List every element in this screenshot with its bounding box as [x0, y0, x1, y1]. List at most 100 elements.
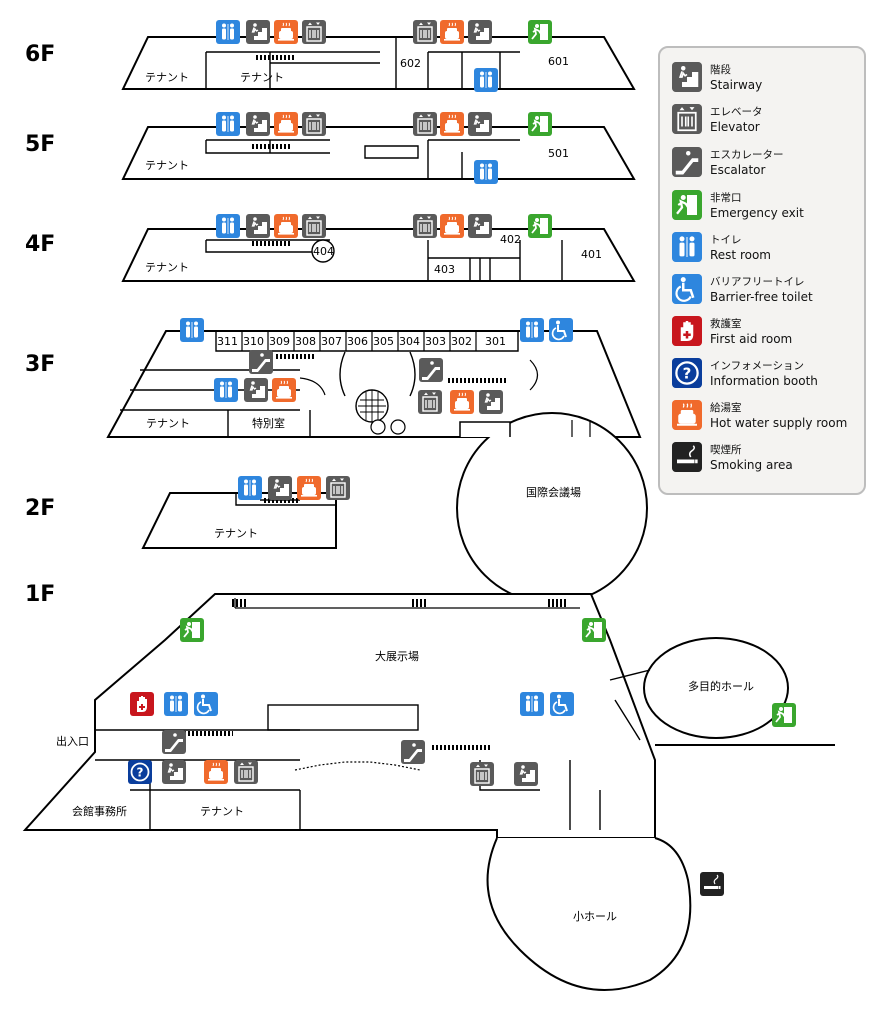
room-label: テナント	[145, 261, 189, 274]
legend-label-en: Information booth	[710, 374, 818, 388]
elevator-icon	[326, 476, 350, 500]
elevator-icon	[672, 104, 702, 134]
barrier-free-toilet-icon	[549, 318, 573, 342]
hot-water-icon	[450, 390, 474, 414]
room-label: 多目的ホール	[688, 679, 754, 693]
stairway-icon	[468, 214, 492, 238]
room-number: 301	[485, 335, 506, 348]
stairway-icon	[468, 20, 492, 44]
stairway-icon	[246, 214, 270, 238]
room-label: 402	[500, 233, 521, 246]
legend-label-en: Stairway	[710, 78, 763, 92]
room-number: 306	[347, 335, 368, 348]
elevator-icon	[413, 20, 437, 44]
room-label: 601	[548, 55, 569, 68]
room-label: 602	[400, 57, 421, 70]
hot-water-icon	[440, 112, 464, 136]
information-icon	[128, 760, 152, 784]
restroom-icon	[672, 232, 702, 262]
hot-water-icon	[440, 20, 464, 44]
room-number: 309	[269, 335, 290, 348]
room-label: テナント	[240, 71, 284, 84]
stairway-icon	[162, 760, 186, 784]
legend-label-en: Hot water supply room	[710, 416, 848, 430]
restroom-icon	[216, 214, 240, 238]
escalator-icon	[249, 350, 273, 374]
floor-1f: 大展示場 多目的ホール 出入口 会館事務所 テナント 小ホール	[22, 593, 835, 991]
hot-water-icon	[297, 476, 321, 500]
floor-label-3f: 3F	[25, 352, 56, 377]
emergency-exit-icon	[528, 214, 552, 238]
restroom-icon	[520, 318, 544, 342]
escalator-icon	[401, 740, 425, 764]
legend-label-jp: エスカレーター	[710, 149, 784, 161]
floor-3f: 311 310 309 308 307 306 305 304 303 302 …	[106, 318, 648, 604]
room-label: 401	[581, 248, 602, 261]
emergency-exit-icon	[528, 112, 552, 136]
room-number: 307	[321, 335, 342, 348]
room-number: 304	[399, 335, 420, 348]
stairway-icon	[244, 378, 268, 402]
room-number: 305	[373, 335, 394, 348]
restroom-icon	[238, 476, 262, 500]
room-number: 310	[243, 335, 264, 348]
stairway-icon	[268, 476, 292, 500]
elevator-icon	[234, 760, 258, 784]
hot-water-icon	[274, 20, 298, 44]
escalator-icon	[672, 147, 702, 177]
stairway-icon	[672, 62, 702, 92]
restroom-icon	[164, 692, 188, 716]
floor-label-2f: 2F	[25, 496, 56, 521]
legend-label-en: Elevator	[710, 120, 760, 134]
entrance-label: 出入口	[56, 734, 89, 748]
restroom-icon	[180, 318, 204, 342]
room-label: テナント	[200, 805, 244, 818]
room-label: 会館事務所	[72, 804, 127, 818]
restroom-icon	[474, 68, 498, 92]
restroom-icon	[216, 20, 240, 44]
elevator-icon	[302, 20, 326, 44]
elevator-icon	[413, 112, 437, 136]
hot-water-icon	[672, 400, 702, 430]
smoking-icon	[672, 442, 702, 472]
room-number: 311	[217, 335, 238, 348]
first-aid-icon	[130, 692, 154, 716]
elevator-icon	[470, 762, 494, 786]
hot-water-icon	[272, 378, 296, 402]
room-label: 大展示場	[375, 649, 419, 663]
room-label: 特別室	[252, 416, 285, 430]
escalator-icon	[162, 730, 186, 754]
barrier-free-toilet-icon	[550, 692, 574, 716]
floor-6f: テナント テナント 602 601	[121, 20, 636, 92]
emergency-exit-icon	[180, 618, 204, 642]
room-number: 308	[295, 335, 316, 348]
room-label: テナント	[146, 417, 190, 430]
smoking-icon	[700, 872, 724, 896]
first-aid-icon	[672, 316, 702, 346]
legend-label-jp: エレベータ	[710, 106, 763, 118]
restroom-icon	[520, 692, 544, 716]
elevator-icon	[302, 112, 326, 136]
stairway-icon	[246, 112, 270, 136]
elevator-icon	[302, 214, 326, 238]
legend-label-jp: インフォメーション	[710, 360, 804, 372]
barrier-free-toilet-icon	[672, 274, 702, 304]
legend-label-en: Escalator	[710, 163, 766, 177]
room-number: 303	[425, 335, 446, 348]
restroom-icon	[214, 378, 238, 402]
legend-label-en: Rest room	[710, 248, 771, 262]
floor-2f: テナント	[141, 476, 350, 549]
elevator-icon	[413, 214, 437, 238]
restroom-icon	[216, 112, 240, 136]
room-label: 小ホール	[573, 910, 617, 923]
room-label: 501	[548, 147, 569, 160]
legend-label-jp: 非常口	[710, 192, 742, 204]
room-label: 404	[313, 245, 334, 258]
floor-4f: テナント 404 402 401 403	[121, 214, 636, 282]
restroom-icon	[474, 160, 498, 184]
room-label: テナント	[214, 527, 258, 540]
legend-label-en: Emergency exit	[710, 206, 804, 220]
escalator-icon	[419, 358, 443, 382]
